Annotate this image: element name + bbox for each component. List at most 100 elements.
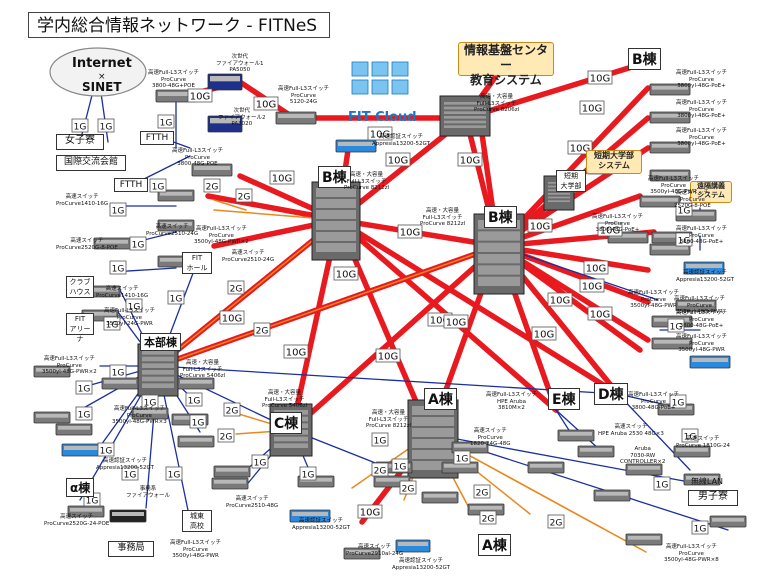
tower-label-a-lower: A棟 [478, 534, 511, 556]
caption-sw-honbu-3: 高速Full-L3スイッチ ProCurve 3500yl-48G-PWR×3 [112, 406, 167, 425]
fit-cloud-label: FIT Cloud [348, 110, 417, 125]
link-w [213, 199, 247, 211]
switch-device [101, 377, 139, 390]
caption-sw-johoku: 高速Full-L3スイッチ ProCurve 3500yl-48G-PWR [170, 540, 221, 559]
link-label-text: 10G [550, 296, 570, 307]
switch-device-face [160, 222, 192, 226]
caption-sw-danshi: 高速Full-L3スイッチ ProCurve 3500yl-48G-PWR×8 [664, 544, 719, 563]
caption-sw-fw: 高速Full-L3スイッチ ProCurve 5120-24G [278, 86, 329, 105]
link-label-box [385, 152, 411, 167]
core-a-device-slot [412, 450, 454, 459]
caption-core-a: 高速・大容量 Full-L3スイッチ ProCurve 8212zl [366, 410, 412, 429]
caption-sw-e-small: 高速スイッチ ProCurve 1820-24G-48G [470, 428, 511, 447]
cloud-server-icon [391, 61, 409, 77]
link-label-text: 1G [100, 447, 113, 457]
core-a-device-slot [412, 406, 454, 415]
link-label-box [691, 520, 709, 535]
sw-a2910-device [343, 547, 381, 560]
internet-cross: × [98, 72, 106, 82]
switch-device-face [628, 536, 660, 540]
bldg-arena: FIT アリーナ [66, 313, 94, 343]
core-honbu-device-slot [142, 383, 174, 388]
link-label-text: 1G [188, 397, 201, 407]
switch-device [625, 463, 663, 476]
link-label-box [399, 480, 417, 495]
switch-device-face [160, 258, 192, 262]
auth-honbu-device-face [64, 446, 100, 450]
switch-device [625, 533, 663, 546]
link-label-box [371, 432, 389, 447]
link-label-box [375, 348, 401, 363]
tandai-core-device-slot [548, 196, 570, 199]
caption-sw-r1: 高速Full-L3スイッチ ProCurve 3800yl-48G-PoE+ [676, 70, 727, 89]
core-b2-device-slot [478, 242, 520, 252]
tower-label-alpha: α棟 [66, 478, 95, 497]
auth-d-device-face [692, 358, 728, 362]
sw-ftth-device-face [194, 166, 230, 170]
internet-cloud-label: Internet [72, 56, 132, 71]
bldg-tandai: 短期 大学部 [556, 170, 586, 192]
switch-device-face [596, 492, 628, 496]
core-honbu-device [137, 343, 179, 397]
switch-device [593, 489, 631, 502]
caption-auth-c: 高速認証スイッチ Appresia13200-52GT [292, 518, 350, 531]
bldg-musen: 無線LAN [690, 477, 724, 486]
core-honbu-device-slot [142, 363, 174, 368]
link-label-text: 1G [394, 463, 407, 473]
bldg-fithall: FIT ホール [182, 252, 212, 274]
right-switch-device [649, 111, 691, 124]
switch-device-face [712, 518, 744, 522]
caption-core-c: 高速・大容量 Full-L3スイッチ ProCurve 5406zl [262, 390, 308, 409]
link-label-box [157, 114, 175, 129]
right-switch-device [639, 195, 681, 208]
link-label-text: 10G [360, 508, 380, 519]
caption-sw-alpha: 高速スイッチ ProCurve2520G-24-POE [44, 514, 110, 527]
link-label-text: 10G [446, 318, 466, 329]
core-c-device-slot [274, 443, 308, 448]
cloud-server-icon [371, 79, 389, 95]
caption-sw-d3800: 高速Full-L3スイッチ ProCurve 3800-48G-PoE+ [628, 392, 679, 411]
switch-device-face [180, 438, 212, 442]
tower-label-b-top: B棟 [628, 48, 661, 70]
fw1-device-face [210, 76, 240, 82]
core-a-device-slot [412, 428, 454, 437]
link-label-text: 10G [582, 104, 602, 115]
caption-sw-c2510: 高速スイッチ ProCurve2510-48G [226, 496, 279, 509]
right-switch-device-face [654, 234, 690, 238]
link-label-text: 10G [272, 174, 292, 185]
cloud-server-icon [351, 61, 369, 77]
switch-device [673, 445, 711, 458]
switch-device-face [134, 410, 166, 414]
link-label-text: 1G [678, 237, 691, 247]
link-label-box [253, 96, 279, 111]
link-label-box [675, 202, 693, 217]
core-b2-device-slot [478, 276, 520, 286]
caption-sw-r3: 高速Full-L3スイッチ ProCurve 3800yl-48G-PoE+ [676, 128, 727, 147]
link-label-box [479, 510, 497, 525]
link-label-text: 2G [550, 519, 563, 529]
link-label-text: 1G [456, 455, 469, 465]
link-label-box [371, 462, 389, 477]
link-label-text: 1G [112, 265, 125, 275]
link-label-box [235, 188, 253, 203]
core-b1-device-slot [316, 188, 356, 197]
core-top-device [439, 95, 491, 137]
switch-device [577, 445, 615, 458]
core-b2-device-slot [478, 231, 520, 241]
link-label-box [217, 428, 235, 443]
bldg-ftth1: FTTH [140, 131, 174, 145]
tandai-core-device-slot [548, 200, 570, 202]
link-label-text: 1G [670, 323, 683, 333]
link-label-box [675, 232, 693, 247]
right-switch-device-face [642, 198, 678, 202]
caption-sw-arena: 高速Full-L3スイッチ ProCurve 3500yl-24G-PWR [104, 308, 155, 327]
core-a-device-slot [412, 439, 454, 448]
link-label-box [583, 260, 609, 275]
link-label-box [109, 364, 127, 379]
core-a-device-slot [412, 417, 454, 426]
switch-device-face [560, 432, 592, 436]
caption-auth-r: 高速認証スイッチ Appresia13200-52GT [676, 270, 734, 283]
tower-label-c: C棟 [270, 412, 303, 434]
switch-device [33, 411, 71, 424]
switch-device-face [454, 444, 486, 448]
